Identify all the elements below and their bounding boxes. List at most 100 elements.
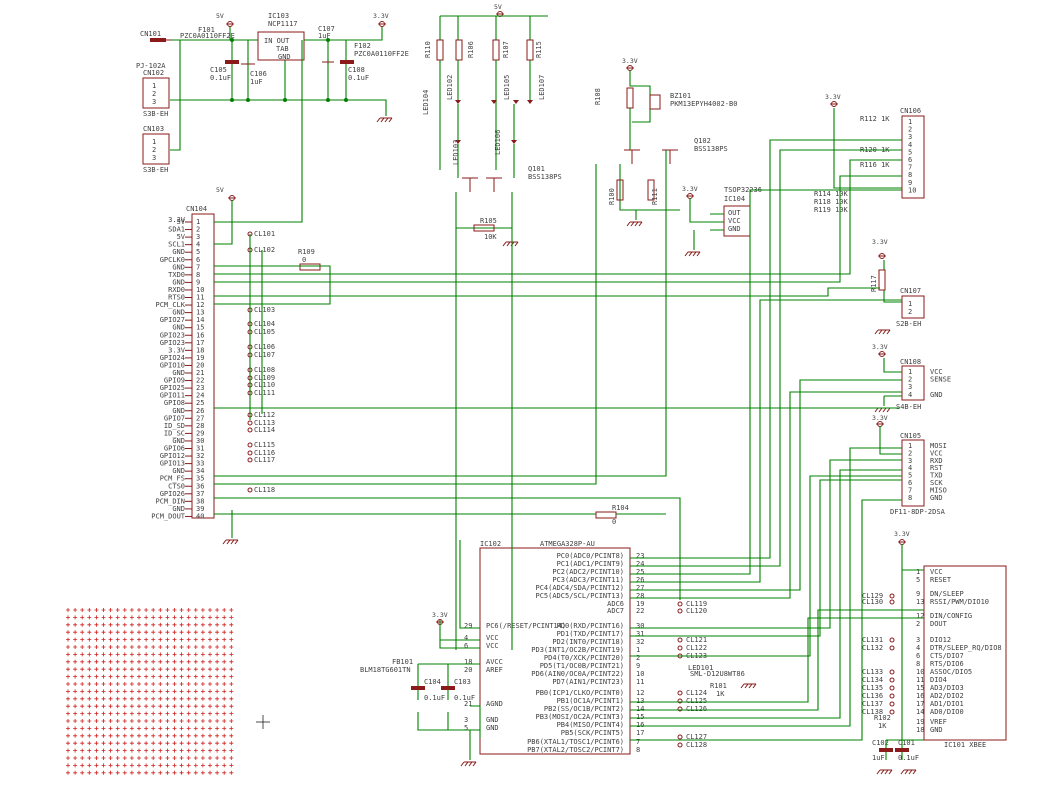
grid-cross (229, 630, 234, 635)
cn104-pin-6: 6 (196, 256, 200, 264)
cn105-label-3: RXD (930, 457, 943, 465)
cn104-label-23: GPIO25 (160, 384, 185, 392)
ic102-ref: IC102 (480, 540, 501, 548)
grid-cross (137, 726, 141, 731)
grid-cross (186, 733, 191, 738)
grid-cross (94, 622, 99, 627)
grid-cross (193, 659, 198, 664)
grid-cross (229, 770, 234, 775)
test-point-label-cl108: CL108 (254, 366, 275, 374)
grid-cross (229, 652, 234, 657)
ic102-right-pin-13: 13 (636, 697, 644, 705)
grid-cross (151, 622, 156, 627)
grid-cross (172, 741, 177, 746)
cn104-pin-28: 28 (196, 422, 204, 430)
ic102-right-pin-19: 19 (636, 600, 644, 608)
grid-cross (215, 682, 220, 686)
grid-cross (108, 689, 113, 694)
grid-cross (80, 719, 85, 723)
grid-cross (101, 615, 106, 620)
grid-cross (122, 608, 127, 612)
grid-cross (200, 711, 205, 716)
grid-cross (222, 615, 227, 620)
grid-cross (165, 615, 170, 620)
grid-cross (193, 696, 198, 701)
test-point-label-cl131: CL131 (862, 636, 883, 644)
grid-cross (222, 608, 227, 612)
led104-label: LED104 (422, 90, 430, 115)
cn104-pin-11: 11 (196, 294, 204, 302)
r109-value: 0 (302, 256, 306, 264)
cn104-pin-32: 32 (196, 452, 204, 460)
grid-cross (151, 659, 156, 664)
ic102-right-name-28: PC5(ADC5/SCL/PCINT13) (535, 592, 624, 600)
test-point-cl138 (889, 709, 895, 715)
test-point-label-cl117: CL117 (254, 456, 275, 464)
grid-cross (87, 652, 92, 657)
grid-cross (229, 711, 234, 716)
grid-cross (222, 733, 227, 738)
grid-cross (165, 674, 170, 679)
grid-cross (66, 689, 70, 694)
ic102-left-name-20: AREF (486, 666, 503, 674)
grid-cross (144, 756, 149, 760)
grid-cross (144, 682, 149, 686)
grid-cross (108, 667, 113, 672)
grid-cross (193, 667, 198, 672)
grid-cross (186, 689, 191, 694)
ic103-value: NCP1117 (268, 20, 298, 28)
test-point-label-cl103: CL103 (254, 306, 275, 314)
grid-cross (172, 770, 177, 775)
cn104-pin-4: 4 (196, 241, 200, 249)
cn102-pin-2: 2 (152, 90, 156, 98)
cn105-label-8: GND (930, 494, 943, 502)
c101-ref: C101 (898, 739, 915, 747)
xbee-test-points: CL129CL130CL131CL132CL133CL134CL135CL136… (862, 592, 895, 716)
grid-cross (186, 704, 191, 709)
grid-cross (66, 748, 70, 753)
grid-cross (208, 637, 212, 642)
grid-cross (151, 748, 156, 753)
r110-ref: R110 (424, 41, 432, 58)
grid-cross (215, 741, 220, 746)
grid-cross (87, 622, 92, 627)
test-point-cl119 (677, 601, 683, 607)
grid-cross (66, 696, 70, 701)
r100-ref: R100 (608, 188, 616, 205)
grid-cross (87, 667, 92, 672)
grid-cross (172, 630, 177, 635)
ic104-value: TSOP32236 (724, 186, 762, 194)
grid-cross (87, 704, 92, 709)
cn104-label-20: GPIO10 (160, 361, 185, 369)
grid-cross (165, 689, 170, 694)
grid-cross (101, 637, 106, 642)
grid-cross (94, 630, 99, 635)
grid-cross (80, 770, 85, 775)
c103-ref: C103 (454, 678, 471, 686)
grid-cross (108, 770, 113, 775)
grid-cross (200, 615, 205, 620)
cn104-label-10: RXD0 (168, 286, 185, 294)
ic101-name-3: DIO12 (930, 636, 951, 644)
grid-cross (229, 756, 234, 760)
cn106-pin-2: 2 (908, 126, 912, 134)
grid-cross (94, 689, 99, 694)
c104-ref: C104 (424, 678, 441, 686)
cn104-label-17: GPIO23 (160, 339, 185, 347)
grid-cross (94, 637, 99, 642)
led105-label: LED105 (503, 75, 511, 100)
power-5v-label-c: 5V (216, 186, 224, 194)
grid-cross (200, 674, 205, 679)
ic102-right-name-9: PD5(T1/OC0B/PCINT21) (540, 662, 624, 670)
grid-cross (179, 667, 184, 672)
power-33v-label-h: 3.3V (432, 611, 448, 619)
cn106-pin-9: 9 (908, 179, 912, 187)
grid-cross (101, 711, 106, 716)
grid-cross (115, 659, 120, 664)
grid-cross (129, 622, 134, 627)
grid-cross (73, 659, 78, 664)
grid-cross (158, 645, 163, 649)
